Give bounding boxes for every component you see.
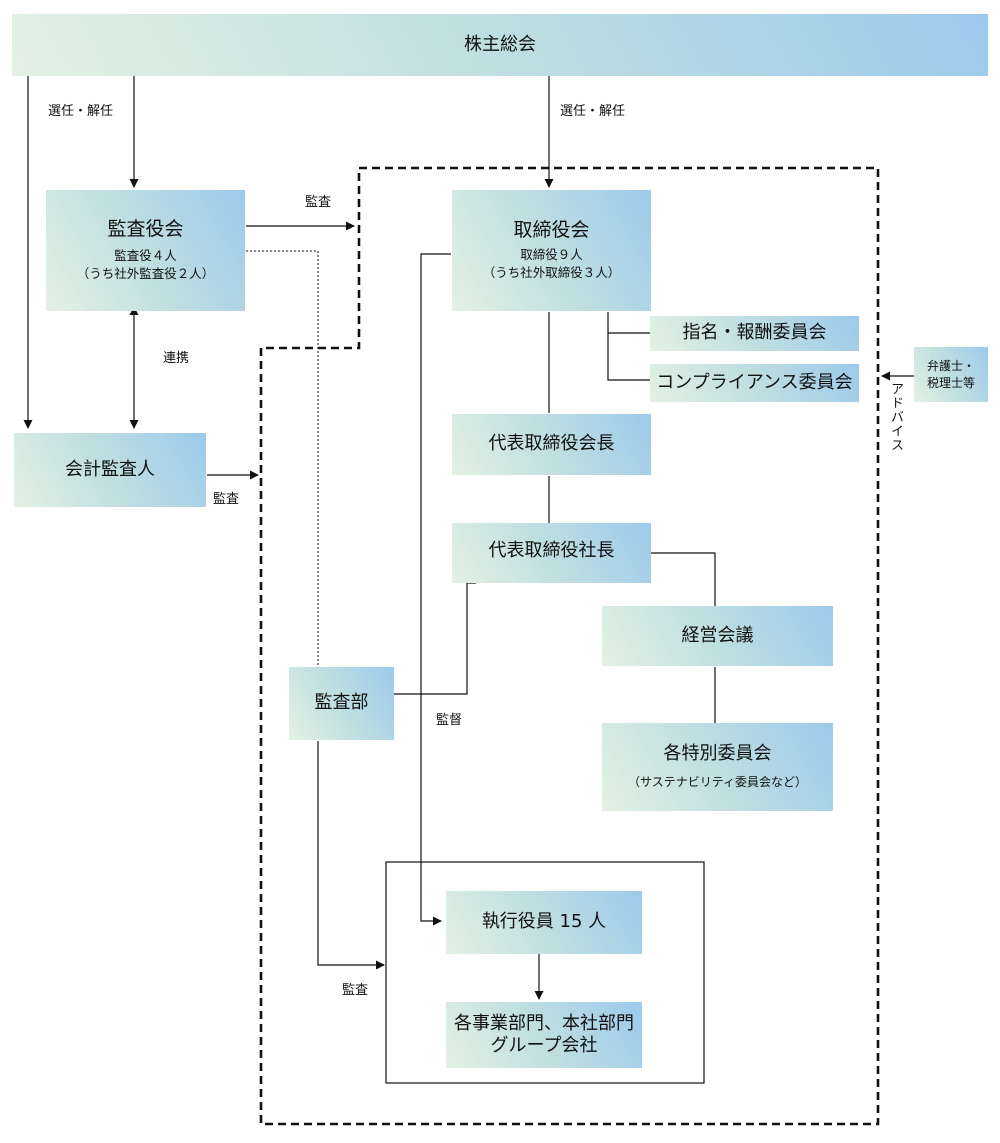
chairman-label: 代表取締役会長: [488, 433, 615, 455]
shareholders-meeting-label: 株主総会: [464, 33, 536, 55]
special-committees: 各特別委員会 （サステナビリティ委員会など）: [602, 723, 833, 811]
accounting-auditor: 会計監査人: [14, 433, 206, 507]
board-committee-line: [607, 312, 650, 381]
board-of-directors: 取締役会 取締役９人 （うち社外取締役３人）: [452, 190, 651, 311]
execution-box: [385, 861, 705, 1084]
board-title: 取締役会: [513, 218, 590, 241]
audit-board-audit-label: 監査: [305, 195, 332, 210]
dept-audit-label: 監査: [342, 983, 369, 998]
audit-dotted-line: [246, 250, 319, 667]
governance-boundary: [259, 166, 880, 1126]
dept-audit-line: [317, 741, 385, 970]
compliance-committee: コンプライアンス委員会: [650, 364, 859, 402]
president-label: 代表取締役社長: [488, 540, 615, 561]
supervision-label: 監督: [436, 713, 463, 728]
executive-officers-label: 執行役員 15 人: [481, 911, 607, 933]
audit-department: 監査部: [289, 667, 394, 740]
executive-officers: 執行役員 15 人: [446, 891, 642, 954]
president: 代表取締役社長: [452, 523, 651, 583]
advisors: 弁護士・ 税理士等: [914, 347, 988, 402]
elect-dismiss-label-right: 選任・解任: [560, 104, 626, 119]
audit-board: 監査役会 監査役４人 （うち社外監査役２人）: [46, 190, 245, 311]
audit-board-line1: 監査役４人: [114, 248, 177, 264]
advisors-line2: 税理士等: [926, 375, 975, 390]
special-committees-note: （サステナビリティ委員会など）: [627, 774, 808, 789]
management-meeting-label: 経営会議: [681, 624, 754, 646]
divisions-group: 各事業部門、本社部門 グループ会社: [446, 1002, 642, 1068]
shareholders-meeting: 株主総会: [12, 14, 988, 76]
board-line1: 取締役９人: [520, 247, 583, 263]
board-line2: （うち社外取締役３人）: [482, 265, 621, 281]
chairman: 代表取締役会長: [452, 414, 651, 475]
divisions-line2: グループ会社: [490, 1035, 598, 1056]
audit-board-title: 監査役会: [107, 217, 184, 240]
audit-department-label: 監査部: [314, 692, 369, 714]
president-meeting-line: [651, 552, 716, 606]
president-auditdept-line: [394, 582, 476, 695]
nomination-committee: 指名・報酬委員会: [650, 316, 859, 351]
cooperation-label: 連携: [163, 351, 190, 366]
advice-label: アドバイス: [888, 382, 903, 452]
audit-board-line2: （うち社外監査役２人）: [76, 266, 215, 282]
special-committees-title: 各特別委員会: [663, 743, 772, 765]
nomination-committee-label: 指名・報酬委員会: [682, 322, 827, 344]
advisors-line1: 弁護士・: [926, 358, 975, 373]
compliance-committee-label: コンプライアンス委員会: [656, 371, 853, 393]
elect-dismiss-label-left: 選任・解任: [48, 104, 114, 119]
accounting-auditor-label: 会計監査人: [65, 458, 155, 480]
management-meeting: 経営会議: [602, 606, 833, 666]
accounting-audit-label: 監査: [213, 492, 240, 507]
supervision-line: [420, 253, 451, 926]
divisions-line1: 各事業部門、本社部門: [454, 1012, 634, 1034]
